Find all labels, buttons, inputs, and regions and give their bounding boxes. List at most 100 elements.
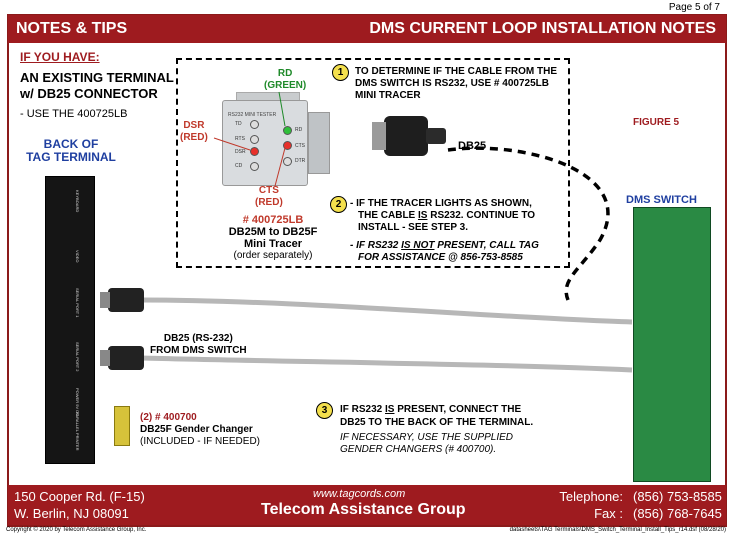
step-2-note: - IF RS232 IS NOT PRESENT, CALL TAG FOR … <box>350 240 560 264</box>
step-3-line-1c: PRESENT, CONNECT THE <box>394 404 522 415</box>
existing-line-2: w/ DB25 CONNECTOR <box>20 86 158 101</box>
step-3-text: IF RS232 IS PRESENT, CONNECT THE DB25 TO… <box>340 403 570 429</box>
gender-changer-name: DB25F Gender Changer <box>140 424 253 435</box>
cts-text: CTS <box>258 185 279 196</box>
pin-label-td: TD <box>235 121 242 127</box>
step-2-note-line-1: - IF RS232 IS NOT PRESENT, CALL TAG <box>350 240 560 252</box>
step-2-line-2a: THE CABLE <box>358 210 418 221</box>
address-line-1: 150 Cooper Rd. (F-15) <box>14 489 145 504</box>
telephone-label: Telephone: <box>559 489 623 504</box>
header-left-title: NOTES & TIPS <box>16 20 128 37</box>
step-3-note-line-2: GENDER CHANGERS (# 400700). <box>340 444 497 455</box>
pin-label-cd: CD <box>235 163 243 169</box>
port-serial-2-label: SERIAL PORT 2 <box>75 342 80 372</box>
port-parallel-label: PARALLEL PRINTER <box>75 412 80 451</box>
pin-label-cts: CTS <box>295 143 305 149</box>
db25-label: DB25 <box>458 140 487 152</box>
copyright: Copyright © 2020 by Telecom Assistance G… <box>6 527 147 533</box>
terminal-back-panel <box>45 176 95 464</box>
led-dtr <box>283 157 292 166</box>
back-label-line-1: BACK OF <box>43 137 99 151</box>
tracer-body-label: RS232 MINI TESTER <box>228 112 277 118</box>
cable-label-line-2: FROM DMS SWITCH <box>150 345 247 356</box>
tracer-order-note: (order separately) <box>233 250 313 261</box>
db25-connector-image <box>372 116 446 156</box>
step-1-line-3: MINI TRACER <box>355 90 421 101</box>
tracer-part-number: # 400725LB <box>242 214 304 226</box>
step-3-note-line-1: IF NECESSARY, USE THE SUPPLIED <box>340 432 514 443</box>
step-2-line-1: - IF THE TRACER LIGHTS AS SHOWN, <box>350 198 532 209</box>
tracer-name-line-2: Mini Tracer <box>243 238 303 250</box>
rd-color-text: (GREEN) <box>264 80 307 91</box>
step-2-text: - IF THE TRACER LIGHTS AS SHOWN, THE CAB… <box>350 198 560 234</box>
step-3-line-1b: IS <box>385 404 395 415</box>
led-rd <box>283 126 292 135</box>
step-1-badge: 1 <box>332 64 349 81</box>
telephone-number: (856) 753-8585 <box>633 489 722 504</box>
gender-changer-note: (INCLUDED - IF NEEDED) <box>140 436 261 447</box>
pin-label-dtr: DTR <box>295 158 306 164</box>
mini-tracer-image <box>222 100 308 186</box>
step-3-line-1: IF RS232 IS PRESENT, CONNECT THE <box>340 403 570 416</box>
pin-label-rts: RTS <box>235 136 245 142</box>
step-2-line-3: INSTALL - SEE STEP 3. <box>358 222 469 233</box>
header-bar: NOTES & TIPS DMS CURRENT LOOP INSTALLATI… <box>8 15 726 43</box>
step-1-text: TO DETERMINE IF THE CABLE FROM THE DMS S… <box>355 66 560 102</box>
rd-text: RD <box>277 68 293 79</box>
step-2-line-2b: IS <box>418 210 428 221</box>
existing-terminal-text: AN EXISTING TERMINAL w/ DB25 CONNECTOR <box>20 70 174 102</box>
step-2-line-2c: RS232. CONTINUE TO <box>427 210 536 221</box>
contact-values: (856) 753-8585 (856) 768-7645 <box>633 488 722 522</box>
step-1-line-2: DMS SWITCH IS RS232, USE # 400725LB <box>355 78 549 89</box>
tracer-callout-box <box>176 58 570 268</box>
cts-color-text: (RED) <box>255 197 283 208</box>
step-3-line-2: DB25 TO THE BACK OF THE TERMINAL. <box>340 417 534 428</box>
step-1-line-1: TO DETERMINE IF THE CABLE FROM THE <box>355 66 558 77</box>
port-serial-1-label: SERIAL PORT 1 <box>75 288 80 318</box>
tracer-part-info: # 400725LB DB25M to DB25F Mini Tracer (o… <box>228 214 318 262</box>
gender-changer-image <box>114 406 130 446</box>
gender-changer-part-number: (2) # 400700 <box>140 412 197 423</box>
address-line-2: W. Berlin, NJ 08091 <box>14 506 129 521</box>
step-2-badge: 2 <box>330 196 347 213</box>
step-2-note-1a: - IF RS232 <box>350 240 402 251</box>
fax-label: Fax : <box>594 506 623 521</box>
cable-label-line-1: DB25 (RS-232) <box>163 333 233 344</box>
led-cd <box>250 162 259 171</box>
header-right-title: DMS CURRENT LOOP INSTALLATION NOTES <box>369 20 716 37</box>
step-3-line-1a: IF RS232 <box>340 404 386 415</box>
pin-label-rd: RD <box>295 127 303 133</box>
fax-number: (856) 768-7645 <box>633 506 722 521</box>
pin-label-dsr: DSR <box>235 149 246 155</box>
step-2-note-1c: PRESENT, CALL TAG <box>434 240 539 251</box>
file-path: datasheets\TAG Terminals\DMS_Switch_Term… <box>509 527 726 533</box>
dsr-text: DSR <box>183 120 205 131</box>
dms-switch-rack <box>633 207 711 482</box>
step-3-badge: 3 <box>316 402 333 419</box>
company-name: Telecom Assistance Group <box>261 501 466 518</box>
dms-switch-label: DMS SWITCH <box>626 194 697 206</box>
website-link[interactable]: www.tagcords.com <box>313 488 406 500</box>
gender-changer-info: (2) # 400700 DB25F Gender Changer (INCLU… <box>140 412 260 448</box>
page-number: Page 5 of 7 <box>668 2 720 13</box>
port-keyboard-label: KEYBOARD <box>75 190 80 213</box>
cts-red-label: CTS (RED) <box>255 185 283 209</box>
if-you-have-heading: IF YOU HAVE: <box>20 50 100 64</box>
led-cts <box>283 141 292 150</box>
led-td <box>250 120 259 129</box>
footer-bar: 150 Cooper Rd. (F-15) W. Berlin, NJ 0809… <box>8 485 726 525</box>
dsr-red-label: DSR (RED) <box>180 120 208 144</box>
figure-label: FIGURE 5 <box>633 117 680 128</box>
contact-labels: Telephone: Fax : <box>548 488 623 522</box>
use-tracer-text: - USE THE 400725LB <box>20 108 128 120</box>
step-2-line-2: THE CABLE IS RS232. CONTINUE TO <box>350 210 560 222</box>
back-of-terminal-label: BACK OF TAG TERMINAL <box>26 138 116 164</box>
tracer-connector-side <box>308 112 330 174</box>
port-video-label: VIDEO <box>75 250 80 263</box>
back-label-line-2: TAG TERMINAL <box>26 150 116 164</box>
step-2-note-line-2: FOR ASSISTANCE @ 856-753-8585 <box>358 252 523 263</box>
rd-green-label: RD (GREEN) <box>264 68 306 92</box>
tracer-name-line-1: DB25M to DB25F <box>228 226 318 238</box>
cable-label: DB25 (RS-232) FROM DMS SWITCH <box>150 333 247 357</box>
footer-address: 150 Cooper Rd. (F-15) W. Berlin, NJ 0809… <box>14 488 145 522</box>
